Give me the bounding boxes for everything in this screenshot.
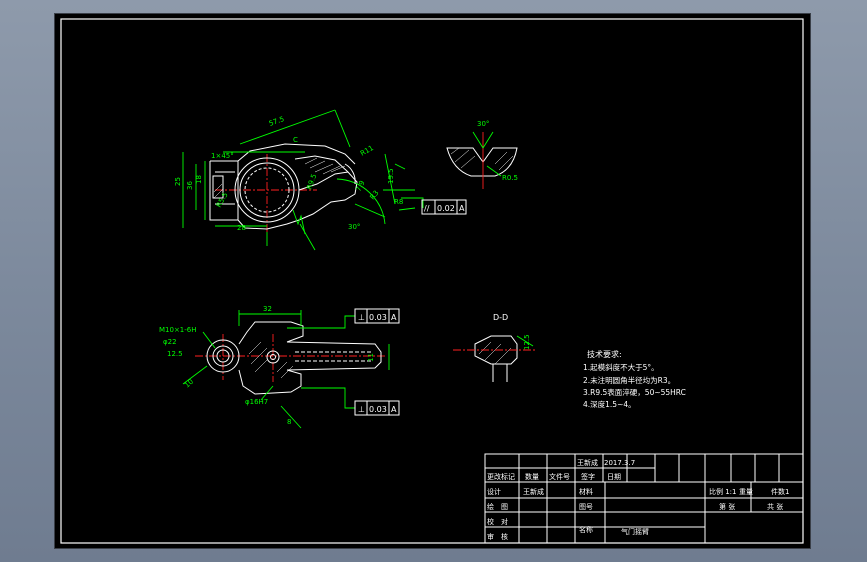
detail-dim-30deg: 30° [477, 120, 489, 128]
dim-bot-thread: M10×1-6H [159, 326, 197, 334]
dim-bot-phi16: φ16H7 [245, 398, 268, 406]
dim-top-r8: R8 [394, 198, 403, 206]
tb-header-fileno: 文件号 [549, 472, 570, 481]
tb-header-date: 日期 [607, 473, 621, 481]
technical-requirements: 技术要求: 1.起模斜度不大于5°。 2.未注明圆角半径均为R3。 3.R9.5… [583, 349, 686, 409]
tb-weight: 重量 [739, 488, 753, 496]
dim-top-r5-5: R5.5 [215, 191, 230, 209]
gtol-1-value: 0.02 [437, 204, 455, 213]
detail-notch-view: 30° R0.5 [446, 120, 518, 189]
tb-drawing-no-label: 图号 [579, 503, 593, 511]
gtol-2-value: 0.03 [369, 313, 387, 322]
tb-quantity: 件数1 [771, 487, 789, 496]
tb-role-approve: 审 核 [487, 532, 508, 541]
dim-top-25: 25 [174, 177, 182, 186]
tb-role-check: 校 对 [487, 517, 508, 526]
tb-header-change: 更改标记 [487, 472, 515, 481]
gtol-3-symbol: ⊥ [358, 405, 365, 414]
title-block: 王新成 2017.3.7 更改标记 数量 文件号 签字 日期 设计 王新成 绘 … [484, 453, 804, 544]
gtol-3-datum: A [391, 405, 397, 414]
dim-bot-10: 10 [183, 378, 195, 390]
section-d-d: D-D 12.5 [453, 313, 535, 382]
dim-bot-12-5: 12.5 [167, 350, 183, 358]
dim-bot-8: 8 [287, 418, 291, 426]
tb-part-name: 气门摇臂 [621, 527, 649, 536]
tech-req-item-4: 4.深度1.5~4。 [583, 399, 636, 409]
gtol-2-datum: A [391, 313, 397, 322]
cad-drawing: 57.5 25 36 18 R9.5 R5.5 R11 19.5 7.9 R3 … [60, 18, 804, 544]
dim-bot-phi22: φ22 [163, 338, 177, 346]
dim-top-7-9: 7.9 [355, 179, 367, 192]
drawing-viewport[interactable]: 57.5 25 36 18 R9.5 R5.5 R11 19.5 7.9 R3 … [55, 14, 810, 548]
tech-req-item-1: 1.起模斜度不大于5°。 [583, 362, 659, 372]
drawing-frame [60, 18, 804, 544]
tb-role-design: 设计 [487, 487, 501, 496]
dim-top-57-5: 57.5 [268, 115, 285, 128]
gtol-3-value: 0.03 [369, 405, 387, 414]
dim-top-28: 28 [237, 224, 246, 232]
tb-header-sign: 签字 [581, 472, 595, 481]
tb-total-sheets: 共 张 [767, 502, 783, 511]
tb-material-label: 材料 [579, 487, 593, 496]
gtol-1-symbol: // [424, 204, 430, 213]
dim-top-chamfer: 1×45° [211, 152, 234, 160]
tb-date: 2017.3.7 [604, 459, 635, 467]
tb-name-label: 名称 [579, 525, 593, 534]
tb-scale: 比例 1:1 [709, 487, 737, 496]
dim-top-r9-5: R9.5 [305, 173, 318, 191]
tb-sheet: 第 张 [719, 502, 735, 511]
gtol-1-datum: A [459, 204, 465, 213]
tech-req-heading: 技术要求: [587, 349, 622, 359]
dim-top-30deg: 30° [348, 223, 360, 231]
dim-top-r11: R11 [359, 144, 375, 158]
dim-top-36: 36 [186, 181, 194, 190]
tb-role-draw: 绘 图 [487, 502, 508, 511]
dim-top-18: 18 [195, 175, 203, 184]
gtol-perpendicularity-top: ⊥ 0.03 A [354, 308, 400, 324]
tb-header-qty: 数量 [525, 472, 539, 481]
gtol-perpendicularity-bottom: ⊥ 0.03 A [354, 400, 400, 416]
tb-name-design: 王新成 [523, 487, 544, 496]
detail-dim-r0-5: R0.5 [502, 174, 518, 182]
gtol-parallelism: // 0.02 A [421, 199, 467, 215]
gtol-2-symbol: ⊥ [358, 313, 365, 322]
tech-req-item-3: 3.R9.5表面淬硬，50~55HRC [583, 387, 686, 397]
tech-req-item-2: 2.未注明圆角半径均为R3。 [583, 375, 675, 385]
bottom-view: 32 M10×1-6H φ22 12.5 10 11 φ16H7 8 [159, 305, 390, 429]
section-mark-c: C [293, 136, 298, 144]
dim-top-19-5: 19.5 [387, 168, 395, 184]
dim-bot-11: 11 [367, 353, 375, 362]
tb-designer-top: 王新成 [577, 458, 598, 467]
top-view: 57.5 25 36 18 R9.5 R5.5 R11 19.5 7.9 R3 … [174, 109, 424, 251]
section-label: D-D [493, 313, 508, 322]
dim-dd-12-5: 12.5 [523, 334, 531, 350]
dim-top-r3: R3 [368, 189, 380, 201]
dim-bot-32: 32 [263, 305, 272, 313]
